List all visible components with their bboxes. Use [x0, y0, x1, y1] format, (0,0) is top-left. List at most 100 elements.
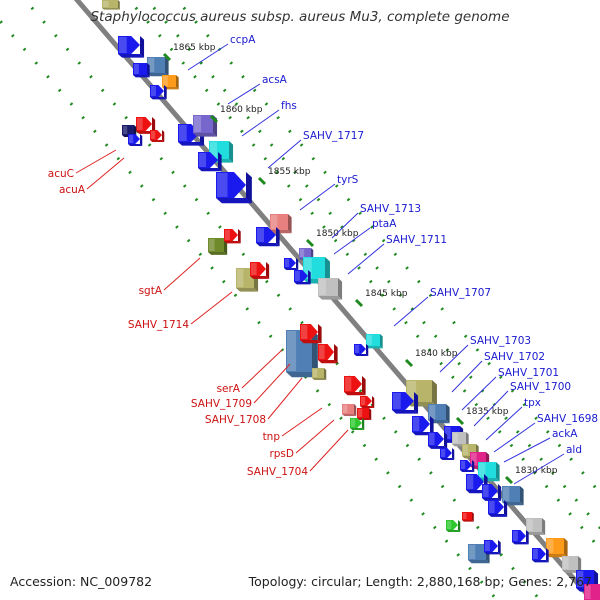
gene-feature-17	[224, 229, 241, 244]
gene-feature-46	[460, 460, 475, 473]
gene-label-acsa: acsA	[262, 74, 288, 86]
gene-label-sahv_1701: SAHV_1701	[498, 367, 559, 379]
gene-feature-34	[366, 334, 383, 349]
tick-mark-3	[305, 238, 315, 248]
gene-label-acuc: acuC	[48, 168, 74, 180]
tick-mark-2	[257, 176, 267, 186]
leader-line-blue-2	[241, 109, 280, 137]
gene-feature-13	[150, 130, 165, 143]
leader-line-blue-5	[331, 212, 359, 239]
gene-feature-48	[466, 474, 488, 494]
gene-feature-31	[342, 404, 357, 417]
gene-feature-51	[488, 500, 508, 517]
tick-mark-1	[209, 114, 219, 124]
gene-feature-62	[584, 584, 600, 600]
gene-label-sgta: sgtA	[139, 285, 163, 297]
leader-line-blue-14	[493, 422, 536, 453]
leader-line-red-5	[253, 363, 291, 404]
gene-feature-26	[300, 324, 322, 344]
gene-label-tyrs: tyrS	[337, 174, 359, 186]
gene-feature-21	[284, 258, 299, 271]
gene-label-ccpa: ccpA	[230, 34, 256, 46]
gene-label-sahv_1703: SAHV_1703	[470, 335, 531, 347]
dotted-guide-2	[127, 0, 600, 552]
leader-line-red-3	[190, 291, 233, 325]
gene-feature-58	[546, 538, 568, 558]
gene-feature-32	[357, 408, 372, 421]
leader-line-blue-3	[267, 139, 302, 169]
gene-feature-50	[502, 486, 524, 506]
leader-line-blue-11	[461, 376, 497, 411]
gene-label-tpx: tpx	[524, 397, 541, 409]
gene-feature-19	[250, 262, 270, 279]
gene-label-acka: ackA	[552, 428, 578, 440]
tick-label-1: 1860 kbp	[220, 105, 263, 115]
gene-feature-14	[270, 214, 292, 234]
leader-line-blue-0	[187, 43, 229, 71]
gene-feature-12	[128, 134, 143, 147]
gene-feature-53	[462, 512, 474, 522]
topology-text: Topology: circular; Length: 2,880,168 bp…	[248, 574, 592, 589]
gene-feature-6	[193, 115, 218, 137]
gene-feature-54	[526, 518, 546, 535]
gene-feature-47	[478, 462, 500, 482]
tick-mark-5	[404, 358, 414, 368]
tick-mark-4	[354, 298, 364, 308]
leader-line-red-8	[295, 419, 335, 454]
leader-line-blue-9	[439, 344, 469, 373]
leader-line-blue-10	[451, 360, 483, 393]
gene-label-sahv_1708: SAHV_1708	[205, 414, 266, 426]
leader-line-blue-13	[485, 406, 523, 441]
gene-feature-1	[147, 57, 169, 77]
gene-feature-35	[354, 344, 369, 357]
accession-text: Accession: NC_009782	[10, 574, 153, 589]
gene-label-sahv_1698: SAHV_1698	[537, 413, 598, 425]
leader-line-blue-8	[393, 296, 429, 327]
dotted-guide-1	[23, 0, 542, 600]
gene-label-sahv_1709: SAHV_1709	[191, 398, 252, 410]
leader-line-blue-6	[333, 227, 371, 255]
gene-feature-28	[312, 368, 327, 381]
gene-label-ptaa: ptaA	[372, 218, 397, 230]
gene-feature-37	[392, 392, 419, 414]
gene-feature-29	[344, 376, 366, 396]
gene-label-fhs: fhs	[281, 100, 297, 112]
gene-feature-0	[118, 36, 145, 58]
gene-label-sahv_1713: SAHV_1713	[360, 203, 421, 215]
leader-line-blue-15	[503, 437, 551, 463]
tick-label-2: 1855 kbp	[268, 167, 311, 177]
gene-feature-8	[198, 152, 222, 172]
gene-label-sahv_1714: SAHV_1714	[128, 319, 189, 331]
gene-feature-23	[294, 270, 311, 285]
gene-feature-18	[236, 268, 259, 292]
gene-feature-10	[136, 117, 156, 134]
gene-feature-2	[133, 63, 150, 78]
gene-label-sahv_1711: SAHV_1711	[386, 234, 447, 246]
dotted-guide-0	[0, 18, 499, 600]
dotted-guide-3	[145, 0, 600, 531]
gene-feature-4	[150, 85, 167, 100]
tick-mark-6	[455, 416, 465, 426]
gene-feature-16	[208, 238, 228, 255]
dotted-guide-4	[175, 0, 600, 496]
gene-label-sera: serA	[217, 383, 241, 395]
gene-feature-33	[350, 418, 365, 431]
genome-title: Staphylococcus aureus subsp. aureus Mu3,…	[90, 9, 510, 25]
gene-features	[102, 0, 600, 600]
gene-feature-30	[360, 396, 375, 409]
gene-feature-57	[484, 540, 501, 555]
gene-label-ald: ald	[566, 444, 582, 456]
leader-line-blue-4	[299, 183, 336, 211]
gene-feature-27	[318, 344, 338, 364]
tick-label-0: 1865 kbp	[173, 43, 216, 53]
gene-label-sahv_1704: SAHV_1704	[247, 466, 308, 478]
gene-label-acua: acuA	[59, 184, 86, 196]
gene-feature-49	[482, 484, 502, 501]
leader-line-red-4	[241, 349, 283, 389]
gene-feature-9	[216, 172, 252, 204]
gene-label-sahv_1717: SAHV_1717	[303, 130, 364, 142]
tick-label-3: 1850 kbp	[316, 229, 359, 239]
